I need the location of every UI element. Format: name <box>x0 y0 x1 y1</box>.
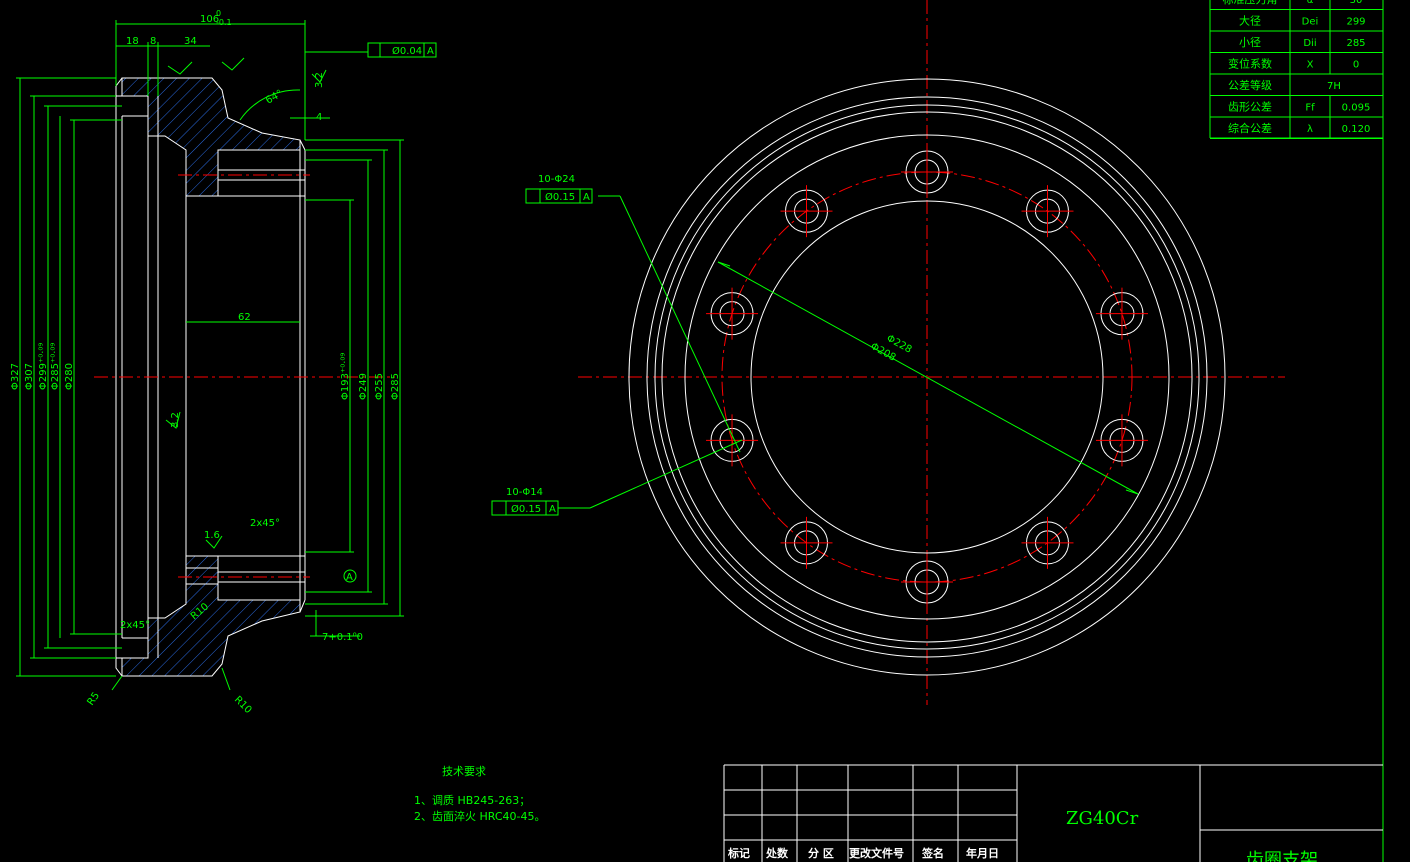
dim-8: 8 <box>150 36 156 47</box>
diameter-label-left: Φ299⁺⁰·⁰⁹ <box>38 343 49 390</box>
callout-10x24-datum: A <box>583 192 590 203</box>
tol-row-value: 0.095 <box>1342 102 1371 113</box>
bolt-hole <box>706 287 759 340</box>
tol-row-symbol: Dei <box>1302 16 1319 27</box>
bolt-hole <box>1021 516 1074 569</box>
dim-r5: R5 <box>85 691 102 708</box>
tol-row-symbol: α <box>1307 0 1314 6</box>
tol-row-name: 大径 <box>1239 13 1261 27</box>
tol-row-value: 7H <box>1327 81 1341 92</box>
drawing-name: 齿圈支架 <box>1246 850 1318 862</box>
tolerance-table: 标准压力角 α 30 大径 Dei 299 小径 Dii 285 变位系数 X 0 公差等级 7H 齿形公差… <box>1209 0 1384 862</box>
front-view: 10-Φ24 Ø0.15 A 10-Φ14 Ø0.15 A Φ228 Φ208 <box>491 0 1285 705</box>
tol-row-value: 0.120 <box>1342 124 1371 135</box>
diameter-label-left: Φ285⁺⁰·⁰⁹ <box>50 343 61 390</box>
diameter-label-left: Φ327 <box>10 363 21 390</box>
dim-r10-outer: R10 <box>232 694 254 716</box>
tb-header-sign: 签名 <box>921 846 944 860</box>
tol-row-symbol: X <box>1307 59 1314 70</box>
dim-chamfer-bottom: 2x45° <box>120 620 150 631</box>
callout-10x24-label: 10-Φ24 <box>538 174 575 185</box>
tol-row-name: 综合公差 <box>1228 121 1272 135</box>
diameter-label-right: Φ193⁺⁰·⁰⁹ <box>340 353 351 400</box>
tol-row-name: 变位系数 <box>1228 56 1272 70</box>
tol-row-value: 299 <box>1346 16 1365 27</box>
diameter-label-left: Φ280 <box>64 363 75 390</box>
callout-10x14-label: 10-Φ14 <box>506 487 543 498</box>
tol-row-name: 齿形公差 <box>1228 99 1272 113</box>
tol-row-value: 285 <box>1346 38 1365 49</box>
gdt-top-datum: A <box>427 46 434 57</box>
technical-requirements: 技术要求 1、调质 HB245-263； 2、齿面淬火 HRC40-45。 <box>414 765 546 823</box>
tb-header-count: 处数 <box>765 846 789 860</box>
dim-angle: 64° <box>264 88 285 106</box>
dim-bottom-note: 7+0.1⁰0 <box>322 632 363 643</box>
dim-width-tol-upper: 0 <box>216 9 221 18</box>
tol-row-name: 公差等级 <box>1228 78 1272 92</box>
tech-req-item-2: 2、齿面淬火 HRC40-45。 <box>414 809 546 823</box>
roughness-1-6: 1.6 <box>204 530 220 541</box>
tech-req-title: 技术要求 <box>442 765 486 778</box>
bolt-hole <box>1095 287 1148 340</box>
section-view: 106 0 -0.1 18 8 34 62 4 64° 2x45° 2x45° … <box>10 9 437 716</box>
dim-62: 62 <box>238 312 251 323</box>
tol-row-symbol: λ <box>1307 124 1313 135</box>
bolt-hole <box>780 185 833 238</box>
diameter-labels-right: Φ193⁺⁰·⁰⁹ Φ249 Φ255 Φ285 <box>340 353 401 400</box>
dim-total-width: 106 <box>200 14 219 25</box>
title-block: ZG40Cr 标记 处数 分 区 更改文件号 签名 年月日 齿圈支架 <box>723 764 1383 862</box>
bolt-hole <box>780 516 833 569</box>
callout-10x14-datum: A <box>549 504 556 515</box>
datum-a-marker: A <box>346 572 353 583</box>
dim-width-tol-lower: -0.1 <box>216 18 232 27</box>
tb-header-zone: 分 区 <box>808 846 834 860</box>
diameter-label-right: Φ285 <box>390 373 401 400</box>
tech-req-item-1: 1、调质 HB245-263； <box>414 794 530 807</box>
dim-34: 34 <box>184 36 197 47</box>
tb-header-date: 年月日 <box>966 846 999 860</box>
tol-row-symbol: Dii <box>1303 38 1316 49</box>
diameter-label-right: Φ255 <box>374 373 385 400</box>
tb-header-change-doc: 更改文件号 <box>849 846 904 860</box>
bolt-hole <box>706 414 759 467</box>
tol-row-name: 小径 <box>1239 36 1261 49</box>
tb-header-mark: 标记 <box>727 846 750 860</box>
bolt-hole <box>901 556 953 608</box>
callout-10x14-tolerance: Ø0.15 <box>511 503 541 515</box>
tol-row-name: 标准压力角 <box>1223 0 1278 6</box>
bolt-hole <box>1021 185 1074 238</box>
callout-10x24-tolerance: Ø0.15 <box>545 191 575 203</box>
tol-row-value: 0 <box>1353 59 1359 70</box>
roughness-3-2-top: 3.2 <box>314 72 325 88</box>
gdt-top-tolerance: Ø0.04 <box>392 45 422 57</box>
material-label: ZG40Cr <box>1066 808 1139 829</box>
diameter-label-right: Φ249 <box>358 373 369 400</box>
diameter-label-left: Φ307 <box>24 363 35 390</box>
tol-row-symbol: Ff <box>1305 102 1315 113</box>
dim-18: 18 <box>126 36 139 47</box>
dim-4: 4 <box>316 112 322 123</box>
hatch-bottom <box>121 555 301 677</box>
dim-chamfer-top: 2x45° <box>250 518 280 529</box>
roughness-3-2-inner: 3.2 <box>170 412 181 428</box>
tol-row-value: 30 <box>1350 0 1363 6</box>
bolt-hole <box>901 146 953 198</box>
bolt-hole-pattern <box>706 146 1148 608</box>
bolt-hole <box>1095 414 1148 467</box>
